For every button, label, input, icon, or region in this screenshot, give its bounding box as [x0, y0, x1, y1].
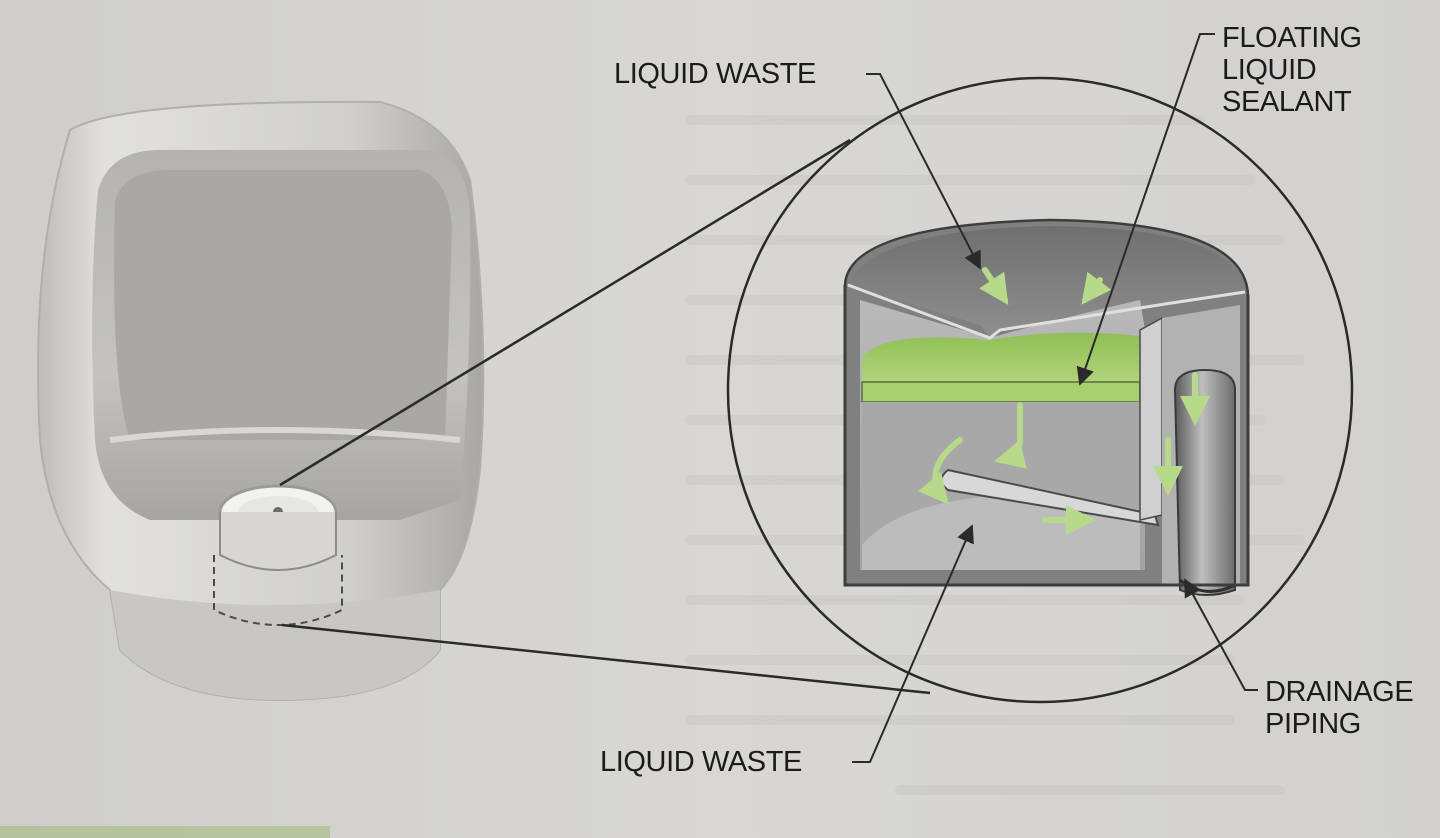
bottom-edge-fragment	[0, 826, 330, 838]
label-line: SEALANT	[1222, 86, 1352, 118]
zoom-line-top	[279, 138, 851, 487]
magnified-view-circle	[726, 76, 1354, 704]
sealant-layer	[862, 332, 1140, 390]
flow-arrow-4	[918, 437, 963, 505]
flow-arrows	[918, 267, 1210, 535]
label-floating-liquid-sealant: FLOATING LIQUID SEALANT	[1222, 22, 1362, 118]
label-line: FLOATING	[1222, 22, 1362, 54]
cartridge-lid	[848, 226, 1245, 338]
label-line: DRAINAGE	[1265, 676, 1414, 708]
label-line: LIQUID	[1222, 54, 1317, 86]
leader-floating-sealant	[1076, 33, 1215, 386]
label-drainage-piping: DRAINAGE PIPING	[1265, 676, 1414, 740]
label-liquid-waste-bottom: LIQUID WASTE	[600, 746, 802, 778]
urinal-base	[110, 590, 440, 700]
cartridge-cutaway	[843, 218, 1250, 596]
cartridge-cylinder-small	[219, 512, 337, 571]
flow-arrow-1	[979, 267, 1009, 305]
label-liquid-waste-top: LIQUID WASTE	[614, 58, 816, 90]
urinal-back-panel	[114, 170, 452, 440]
leader-drainage-piping	[1184, 578, 1258, 691]
flow-arrow-3	[994, 402, 1027, 469]
cartridge-hidden-outline	[213, 555, 343, 626]
label-line: PIPING	[1265, 708, 1361, 740]
shell-outline	[843, 285, 1250, 587]
flow-arrow-2	[1081, 271, 1112, 305]
leader-liquid-waste-bottom	[852, 524, 974, 763]
urinal	[37, 100, 485, 702]
lid-rim	[847, 283, 1246, 340]
leader-liquid-waste-top	[866, 73, 981, 270]
drainage-pipe	[1173, 368, 1236, 596]
divider-wall	[1139, 316, 1163, 521]
sealant-float-plate	[861, 381, 1141, 403]
zoom-line-bottom	[281, 623, 931, 695]
